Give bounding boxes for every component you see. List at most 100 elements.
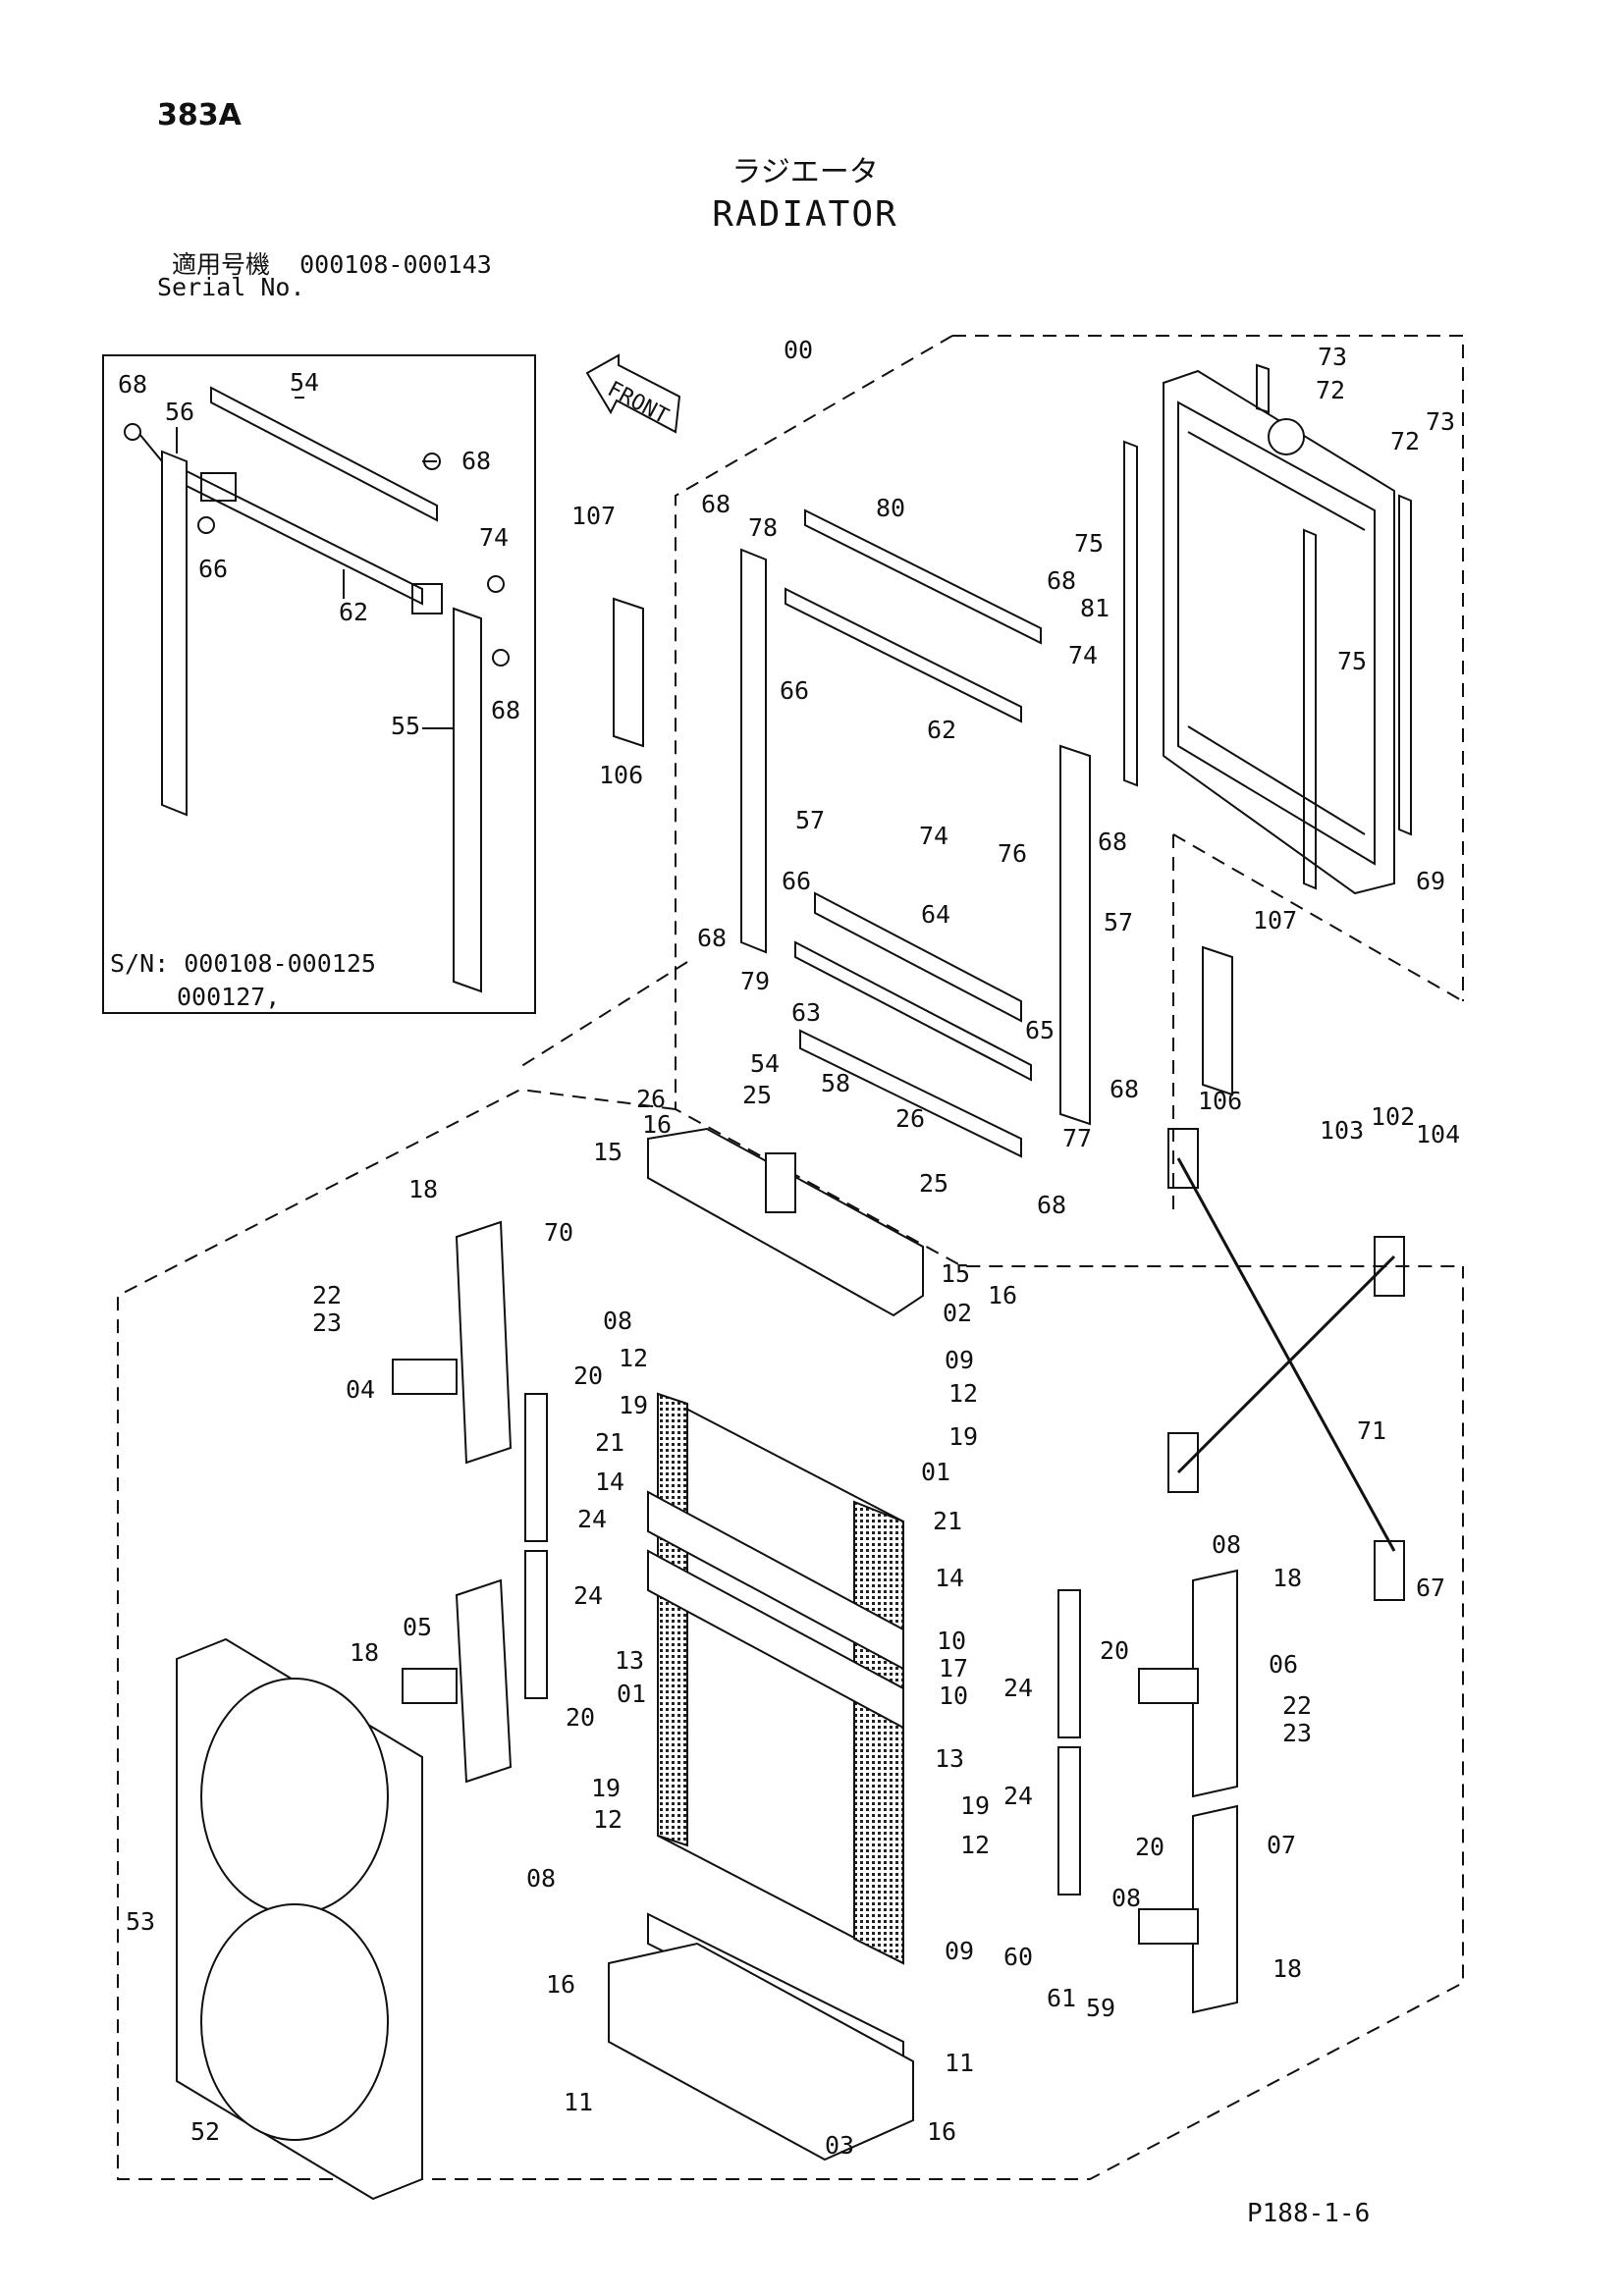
part-callout: 68 bbox=[461, 447, 491, 475]
fan-shroud-52 bbox=[176, 1637, 423, 2201]
part-callout: 54 bbox=[750, 1049, 780, 1078]
part-callout: 20 bbox=[1100, 1636, 1129, 1665]
part-callout: 53 bbox=[126, 1907, 155, 1936]
part-callout: 66 bbox=[782, 867, 811, 895]
part-callout: 70 bbox=[544, 1218, 573, 1247]
part-callout: 08 bbox=[526, 1864, 556, 1893]
part-callout: 107 bbox=[571, 502, 616, 530]
part-callout: 73 bbox=[1426, 407, 1455, 436]
part-callout: 09 bbox=[945, 1346, 974, 1374]
part-callout: 22 bbox=[312, 1281, 342, 1309]
serial-label-en: Serial No. bbox=[157, 273, 305, 301]
part-callout: 12 bbox=[593, 1805, 623, 1834]
part-callout: 68 bbox=[1110, 1075, 1139, 1103]
part-callout: 16 bbox=[642, 1110, 672, 1139]
inset-bracket-66 bbox=[200, 472, 237, 502]
part-callout: 14 bbox=[595, 1468, 624, 1496]
part-callout: 102 bbox=[1371, 1102, 1415, 1131]
side-brackets bbox=[392, 1220, 1238, 2014]
part-callout: 01 bbox=[617, 1680, 646, 1708]
part-callout: 00 bbox=[784, 336, 813, 364]
part-callout: 08 bbox=[603, 1307, 632, 1335]
part-callout: 26 bbox=[895, 1104, 925, 1133]
part-callout: 76 bbox=[998, 839, 1027, 868]
inset-frame bbox=[102, 354, 536, 1014]
page-reference: P188-1-6 bbox=[1247, 2199, 1371, 2228]
radiator-frame-69 bbox=[1163, 369, 1395, 895]
part-callout: 15 bbox=[593, 1138, 623, 1166]
part-callout: 54 bbox=[290, 368, 319, 397]
part-callout: 68 bbox=[1037, 1191, 1066, 1219]
part-callout: 63 bbox=[791, 998, 821, 1027]
part-callout: 19 bbox=[619, 1391, 648, 1419]
part-callout: 14 bbox=[935, 1564, 964, 1592]
part-callout: 72 bbox=[1316, 376, 1345, 404]
part-callout: 11 bbox=[564, 2088, 593, 2116]
part-callout: 68 bbox=[697, 924, 727, 952]
part-callout: 07 bbox=[1267, 1831, 1296, 1859]
part-callout: 20 bbox=[573, 1362, 603, 1390]
part-callout: 11 bbox=[945, 2049, 974, 2077]
part-callout: 74 bbox=[1068, 641, 1098, 669]
part-callout: 02 bbox=[943, 1299, 972, 1327]
part-callout: 58 bbox=[821, 1069, 850, 1097]
part-callout: 74 bbox=[479, 523, 509, 552]
serial-range: 000108-000143 bbox=[299, 250, 492, 279]
part-callout: 65 bbox=[1025, 1016, 1055, 1044]
serial-applicability: 適用号機 000108-000143 bbox=[172, 245, 492, 281]
part-callout: 24 bbox=[1003, 1674, 1033, 1702]
part-callout: 18 bbox=[1272, 1954, 1302, 1983]
part-callout: 81 bbox=[1080, 594, 1110, 622]
part-callout: 25 bbox=[919, 1169, 948, 1198]
part-callout: 68 bbox=[701, 490, 731, 518]
part-callout: 80 bbox=[876, 494, 905, 522]
part-callout: 106 bbox=[599, 761, 643, 789]
part-callout: 21 bbox=[595, 1428, 624, 1457]
part-callout: 24 bbox=[1003, 1782, 1033, 1810]
part-callout: 16 bbox=[927, 2117, 956, 2146]
part-callout: 69 bbox=[1416, 867, 1445, 895]
inset-serial-line2: 000127, bbox=[177, 983, 280, 1011]
part-callout: 68 bbox=[1098, 828, 1127, 856]
part-callout: 106 bbox=[1198, 1087, 1242, 1115]
part-callout: 12 bbox=[948, 1379, 978, 1408]
part-callout: 66 bbox=[780, 676, 809, 705]
inset-box bbox=[102, 354, 536, 1014]
part-callout: 18 bbox=[408, 1175, 438, 1203]
page-code: 383A bbox=[157, 98, 242, 133]
inset-post-56 bbox=[161, 450, 188, 817]
part-callout: 03 bbox=[825, 2131, 854, 2160]
part-callout: 10 bbox=[937, 1627, 966, 1655]
part-callout: 71 bbox=[1357, 1416, 1386, 1445]
part-callout: 08 bbox=[1111, 1884, 1141, 1912]
part-callout: 56 bbox=[165, 398, 194, 426]
part-callout: 103 bbox=[1320, 1116, 1364, 1145]
part-callout: 79 bbox=[740, 967, 770, 995]
part-callout: 72 bbox=[1390, 427, 1420, 455]
inset-bracket-74 bbox=[411, 583, 443, 614]
part-callout: 75 bbox=[1337, 647, 1367, 675]
part-callout: 18 bbox=[1272, 1564, 1302, 1592]
stay-71 bbox=[1167, 1128, 1405, 1601]
serial-label-jp: 適用号機 bbox=[172, 250, 271, 279]
part-callout: 57 bbox=[795, 806, 825, 834]
part-callout: 52 bbox=[190, 2117, 220, 2146]
part-callout: 23 bbox=[312, 1308, 342, 1337]
part-callout: 75 bbox=[1074, 529, 1104, 558]
inset-bolt bbox=[487, 575, 505, 593]
part-callout: 12 bbox=[619, 1344, 648, 1372]
part-callout: 16 bbox=[546, 1970, 575, 1999]
inset-bolt bbox=[492, 649, 510, 667]
upper-rails bbox=[613, 508, 1233, 1158]
part-callout: 73 bbox=[1318, 343, 1347, 371]
part-callout: 09 bbox=[945, 1937, 974, 1965]
part-callout: 55 bbox=[391, 712, 420, 740]
part-callout: 05 bbox=[403, 1613, 432, 1641]
part-callout: 61 bbox=[1047, 1984, 1076, 2012]
part-callout: 21 bbox=[933, 1507, 962, 1535]
part-callout: 68 bbox=[491, 696, 520, 724]
part-callout: 17 bbox=[939, 1654, 968, 1682]
part-callout: 24 bbox=[573, 1581, 603, 1610]
